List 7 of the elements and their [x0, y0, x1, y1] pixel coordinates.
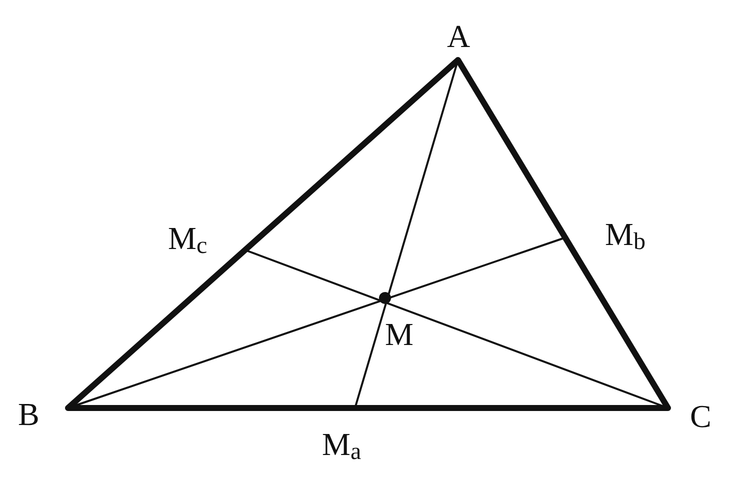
- point-label: M$_{a}$: [322, 428, 362, 464]
- point-label: A: [447, 20, 470, 52]
- point-label: C: [690, 400, 712, 432]
- point-label: B: [18, 398, 40, 430]
- point-label: M$_{c}$: [168, 222, 208, 258]
- point-label: M$_{b}$: [605, 218, 646, 254]
- point-label: M: [385, 318, 414, 350]
